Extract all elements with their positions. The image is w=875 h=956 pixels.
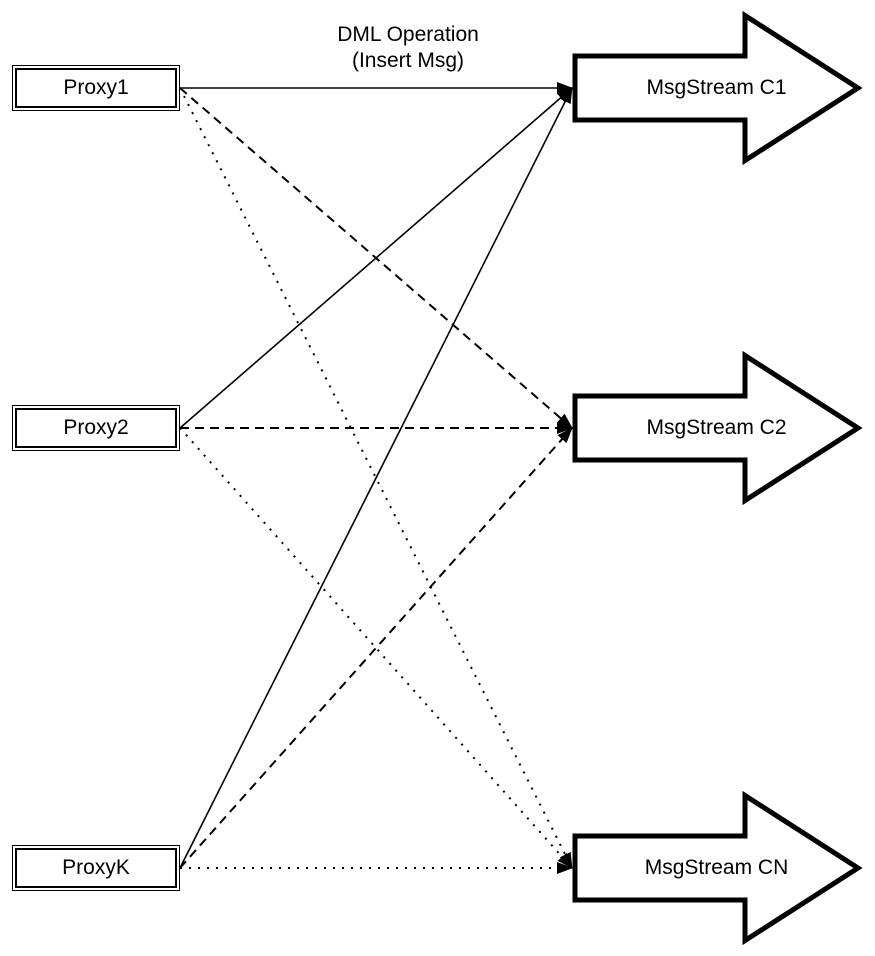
dml-operation-label-line2: (Insert Msg) (351, 49, 464, 72)
connector-proxy1-to-cn (179, 87, 573, 869)
node-proxy1-label: Proxy1 (63, 76, 129, 99)
dml-operation-label-line1: DML Operation (337, 23, 479, 46)
connector-proxyK-to-c2 (179, 427, 573, 869)
connections-layer (179, 82, 573, 874)
node-msgstream-c2-arrow[interactable] (572, 350, 863, 506)
streams-layer (572, 10, 863, 946)
node-proxy2[interactable]: Proxy2 (12, 405, 180, 451)
node-msgstream-c1-arrow[interactable] (572, 10, 863, 166)
node-msgstream-cn-arrow[interactable] (572, 790, 863, 946)
node-proxy1[interactable]: Proxy1 (12, 65, 180, 111)
node-proxyK[interactable]: ProxyK (12, 845, 180, 891)
connector-proxyK-to-c1 (179, 87, 573, 869)
connector-proxy2-to-c1 (179, 87, 573, 429)
node-proxy2-label: Proxy2 (63, 416, 129, 439)
dml-operation-label: DML Operation (Insert Msg) (283, 22, 533, 74)
node-proxyK-label: ProxyK (62, 856, 130, 879)
